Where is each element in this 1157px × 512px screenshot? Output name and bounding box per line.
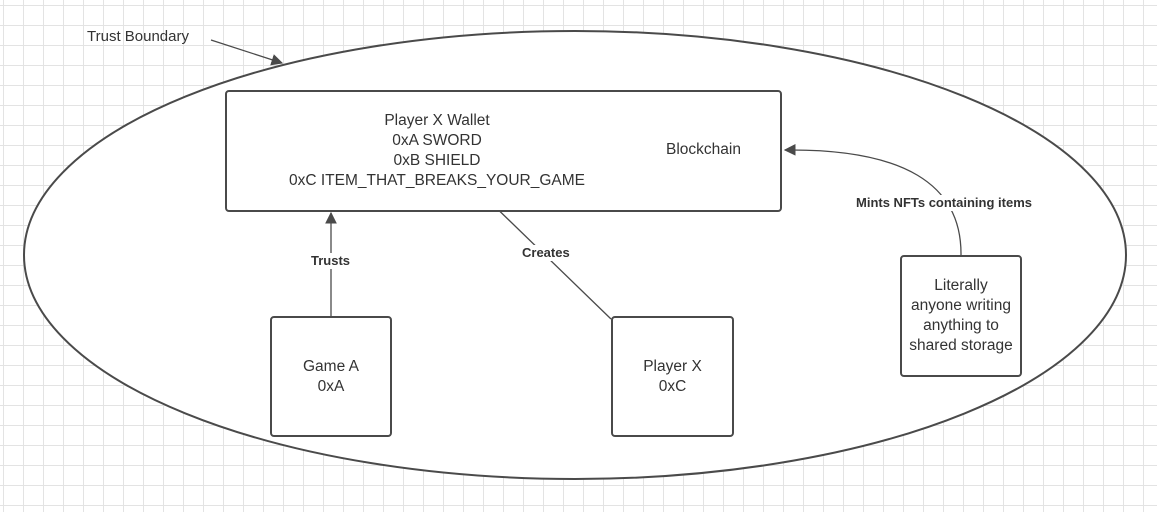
trust-boundary-label: Trust Boundary [87, 28, 189, 45]
wallet-title: Player X Wallet [384, 112, 490, 129]
player-x-box[interactable]: Player X 0xC [611, 316, 734, 437]
wallet-item-shield: 0xB SHIELD [393, 152, 481, 169]
player-x-address: 0xC [658, 377, 687, 395]
wallet-item-sword: 0xA SWORD [392, 132, 482, 149]
anyone-line-4: shared storage [909, 337, 1013, 354]
blockchain-box[interactable]: Player X Wallet 0xA SWORD 0xB SHIELD 0xC… [225, 90, 782, 212]
trust-boundary-pointer[interactable] [210, 39, 284, 66]
blockchain-label: Blockchain [666, 141, 741, 158]
anyone-line-1: Literally [934, 277, 988, 294]
game-a-address: 0xA [317, 377, 345, 395]
creates-label: Creates [520, 245, 572, 261]
trusts-label: Trusts [309, 253, 353, 269]
wallet-item-breaking: 0xC ITEM_THAT_BREAKS_YOUR_GAME [288, 172, 585, 189]
mints-label: Mints NFTs containing items [854, 195, 1034, 211]
game-a-name: Game A [303, 357, 359, 375]
player-x-name: Player X [643, 357, 702, 375]
wallet-contents: Player X Wallet 0xA SWORD 0xB SHIELD 0xC… [227, 111, 647, 191]
game-a-box[interactable]: Game A 0xA [270, 316, 392, 437]
anyone-line-3: anything to [923, 317, 999, 334]
anyone-line-2: anyone writing [911, 297, 1011, 314]
anyone-box[interactable]: Literally anyone writing anything to sha… [900, 255, 1022, 377]
mints-connector[interactable] [783, 144, 962, 256]
